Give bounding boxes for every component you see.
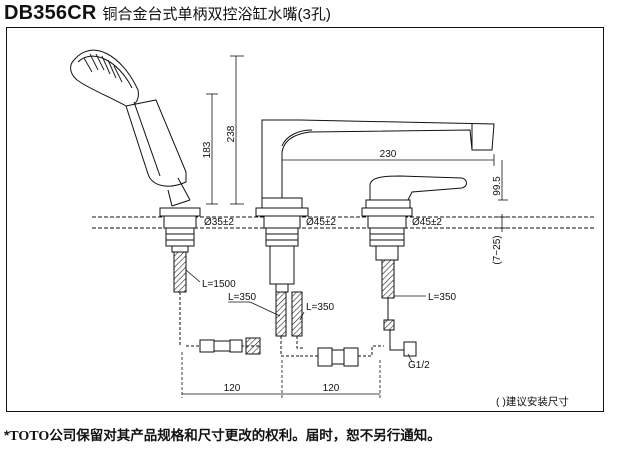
hand-shower — [70, 49, 201, 345]
dim-deck-range: (7~25) — [492, 235, 503, 264]
product-name: 铜合金台式单柄双控浴缸水嘴(3孔) — [102, 6, 331, 23]
mixer-valve — [361, 175, 467, 357]
dim-hose-left: L=350 — [228, 292, 257, 303]
bath-spout — [255, 119, 495, 357]
footer-star: * — [4, 428, 10, 443]
drawing-frame — [6, 27, 604, 412]
page-title: DB356CR 铜合金台式单柄双控浴缸水嘴(3孔) — [4, 2, 331, 26]
dim-thread: G1/2 — [408, 360, 430, 371]
dim-hose-mid: L=350 — [306, 302, 335, 313]
dimension-lines — [181, 55, 508, 398]
dim-handshower-height: 238 — [226, 125, 237, 142]
dim-hose-height: 183 — [202, 141, 213, 158]
dim-spacing-right: 120 — [323, 383, 340, 394]
dim-spacing-left: 120 — [224, 383, 241, 394]
dim-hole-3: Ø45±2 — [412, 217, 442, 228]
dim-hose-shower: L=1500 — [202, 279, 236, 290]
dim-hole-1: Ø35±2 — [204, 217, 234, 228]
dim-spout-reach: 230 — [380, 149, 397, 160]
dim-hole-2: Ø45±2 — [306, 217, 336, 228]
footer-text: 公司保留对其产品规格和尺寸更改的权利。届时，恕不另行通知。 — [49, 428, 441, 443]
footer-disclaimer: *TOTO公司保留对其产品规格和尺寸更改的权利。届时，恕不另行通知。 — [4, 424, 441, 445]
dim-hose-right: L=350 — [428, 292, 457, 303]
model-number: DB356CR — [4, 2, 97, 24]
supply-hoses — [186, 337, 384, 367]
footer-brand: TOTO — [9, 429, 50, 444]
dim-lever-height: 99.5 — [492, 176, 503, 196]
install-note: ( )建议安装尺寸 — [496, 395, 569, 408]
